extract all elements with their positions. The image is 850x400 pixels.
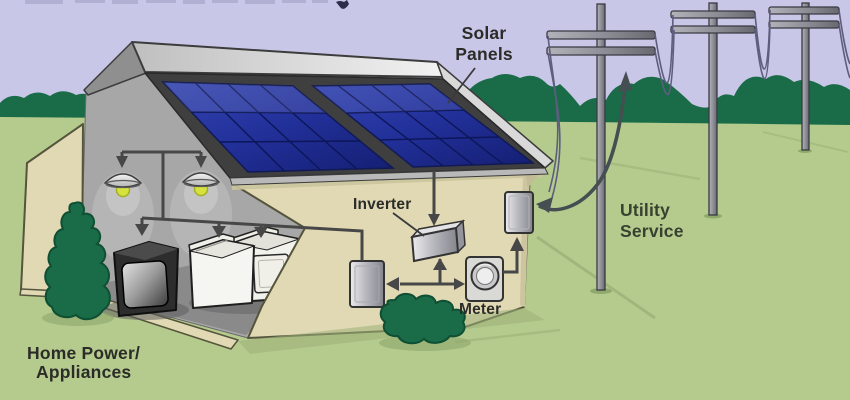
television: [113, 241, 179, 317]
washer-lid-line: [195, 239, 229, 252]
panel-grid-line: [345, 109, 465, 114]
wiring-conduits: [120, 150, 519, 286]
tv-screen: [121, 260, 169, 309]
ceiling-lamp-1: [103, 173, 143, 198]
utility-service-label-line1: Utility: [620, 200, 670, 220]
pole-crossarm: [670, 25, 756, 34]
cropped-text-remnant: [25, 0, 349, 9]
utility-service-label-line2: Service: [620, 221, 684, 241]
meter-label: Meter: [459, 301, 501, 318]
pole-crossarm: [546, 30, 656, 40]
conduit-meter-to-disconnect: [503, 250, 519, 274]
utility-pole-2: [670, 2, 756, 216]
solar-panels-pointer: [447, 67, 476, 104]
inverter-label: Inverter: [353, 196, 411, 213]
power-line-wire: [547, 35, 559, 193]
solar-panels-label-line1: Solar: [462, 23, 507, 43]
pole-crossarm: [546, 46, 656, 56]
wire-shadow: [536, 235, 656, 320]
foreground-tree: [44, 201, 111, 321]
power-line-wire: [654, 14, 674, 84]
conduit-arrowheads: [116, 156, 524, 291]
ceiling-lamp-2: [181, 172, 221, 197]
arrowhead-into-meter: [454, 278, 465, 290]
arrowhead-to-washer: [212, 226, 226, 238]
arrowhead-into-breaker: [386, 277, 399, 291]
washer-top: [188, 239, 256, 259]
breaker-panel-door: [354, 265, 380, 303]
lamp-shade-rim: [105, 179, 141, 189]
power-lines: [547, 9, 850, 199]
service-arrowhead-grid: [618, 71, 632, 92]
meter-dial-face: [476, 267, 494, 285]
solar-panel-arrays: [161, 81, 536, 173]
solar-panels-label-line2: Panels: [455, 44, 513, 64]
inverter-pointer: [392, 212, 425, 237]
conduit-breaker-to-appliances: [141, 216, 364, 261]
meter-dial-highlight: [476, 263, 492, 269]
power-line-wire: [654, 29, 675, 96]
panel-highlight: [313, 84, 464, 113]
label-pointers: [392, 67, 476, 237]
washer: [188, 233, 256, 309]
electric-meter: [465, 256, 504, 302]
service-drop-wire: [538, 87, 627, 212]
panel-grid-line: [190, 111, 327, 114]
breaker-panel: [349, 260, 385, 308]
pole-crossarm: [768, 6, 840, 15]
pole-shadow: [590, 288, 612, 294]
panel-grid-line: [227, 83, 321, 171]
home-power-label-line2: Appliances: [36, 362, 131, 382]
panel-grid-line: [195, 82, 285, 172]
service-arrowhead-house: [536, 197, 553, 213]
panel-grid-line: [400, 83, 504, 165]
utility-disconnect-door: [508, 195, 530, 230]
panel-grid-line: [260, 84, 358, 170]
arrowhead-to-lamp-1: [116, 156, 128, 168]
panel-grid-line: [371, 84, 474, 166]
arrowhead-into-disconnect: [510, 237, 524, 251]
tv-top: [114, 242, 178, 260]
utility-disconnect-box: [504, 191, 534, 234]
utility-pole-1: [546, 3, 656, 291]
pole-crossarm: [768, 20, 840, 29]
pole-post: [801, 2, 810, 151]
arrowhead-into-inverter-bottom: [433, 258, 447, 270]
pole-post: [596, 3, 606, 291]
arrowhead-to-dryer: [254, 227, 268, 238]
arrowhead-to-lamp-2: [195, 156, 207, 168]
panel-grid: [190, 82, 504, 172]
panel-grid-line: [219, 140, 361, 143]
power-line-wire: [547, 52, 561, 199]
lamp-shade-rim: [183, 178, 219, 188]
arrowhead-to-tv: [135, 224, 149, 236]
panel-highlight: [163, 82, 326, 113]
service-drop-connector: [536, 71, 632, 213]
foreground-bush: [379, 292, 466, 345]
wire-shadow: [454, 328, 561, 344]
pole-post: [708, 2, 718, 216]
arrowhead-into-inverter-top: [428, 214, 440, 226]
panel-grid-line: [337, 84, 444, 167]
home-power-label-line1: Home Power/: [27, 343, 140, 363]
eave-trim: [229, 167, 549, 186]
power-line-wire: [754, 23, 771, 80]
pole-crossarm: [670, 10, 756, 19]
panel-grid-line: [379, 136, 500, 141]
house: [19, 41, 554, 350]
